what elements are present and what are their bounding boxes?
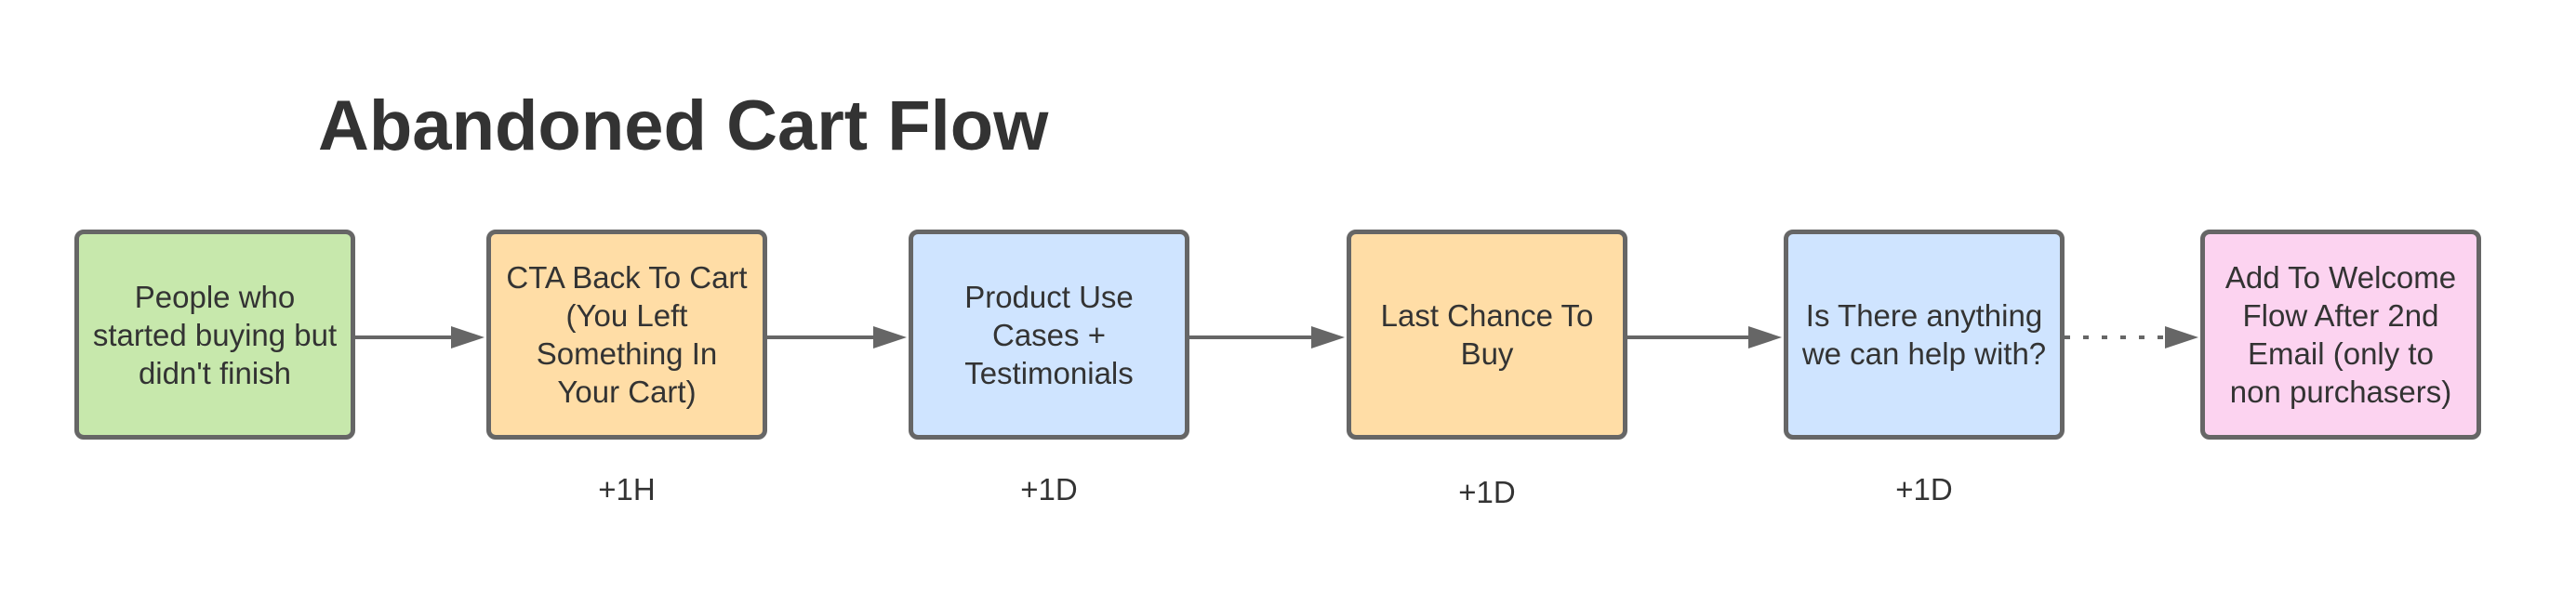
delay-label: +1D bbox=[1458, 475, 1516, 509]
flow-step-label: Product Use Cases + Testimonials bbox=[964, 279, 1134, 390]
arrowhead-icon bbox=[1311, 326, 1345, 349]
delay-label: +1D bbox=[1020, 472, 1078, 506]
arrowhead-icon bbox=[1748, 326, 1782, 349]
flow-step-last-chance[interactable]: Last Chance To Buy bbox=[1347, 230, 1627, 440]
delay-label: +1D bbox=[1895, 472, 1953, 506]
flow-step-label: Is There anything we can help with? bbox=[1801, 298, 2047, 371]
flow-step-add-to-welcome-flow[interactable]: Add To Welcome Flow After 2nd Email (onl… bbox=[2200, 230, 2481, 440]
delay-label: +1H bbox=[598, 472, 656, 506]
flow-step-trigger[interactable]: People who started buying but didn't fin… bbox=[74, 230, 355, 440]
flow-step-product-use-cases[interactable]: Product Use Cases + Testimonials bbox=[909, 230, 1189, 440]
flow-step-label: People who started buying but didn't fin… bbox=[92, 279, 338, 390]
flow-step-label: Last Chance To Buy bbox=[1380, 298, 1594, 371]
flow-step-help-offer[interactable]: Is There anything we can help with? bbox=[1784, 230, 2065, 440]
arrowhead-icon bbox=[2165, 326, 2198, 349]
arrowhead-icon bbox=[451, 326, 485, 349]
flow-step-label: CTA Back To Cart (You Left Something In … bbox=[506, 260, 748, 409]
flow-step-cta-back-to-cart[interactable]: CTA Back To Cart (You Left Something In … bbox=[486, 230, 767, 440]
diagram-title: Abandoned Cart Flow bbox=[318, 86, 1049, 165]
arrowhead-icon bbox=[873, 326, 907, 349]
flow-step-label: Add To Welcome Flow After 2nd Email (onl… bbox=[2224, 260, 2457, 409]
